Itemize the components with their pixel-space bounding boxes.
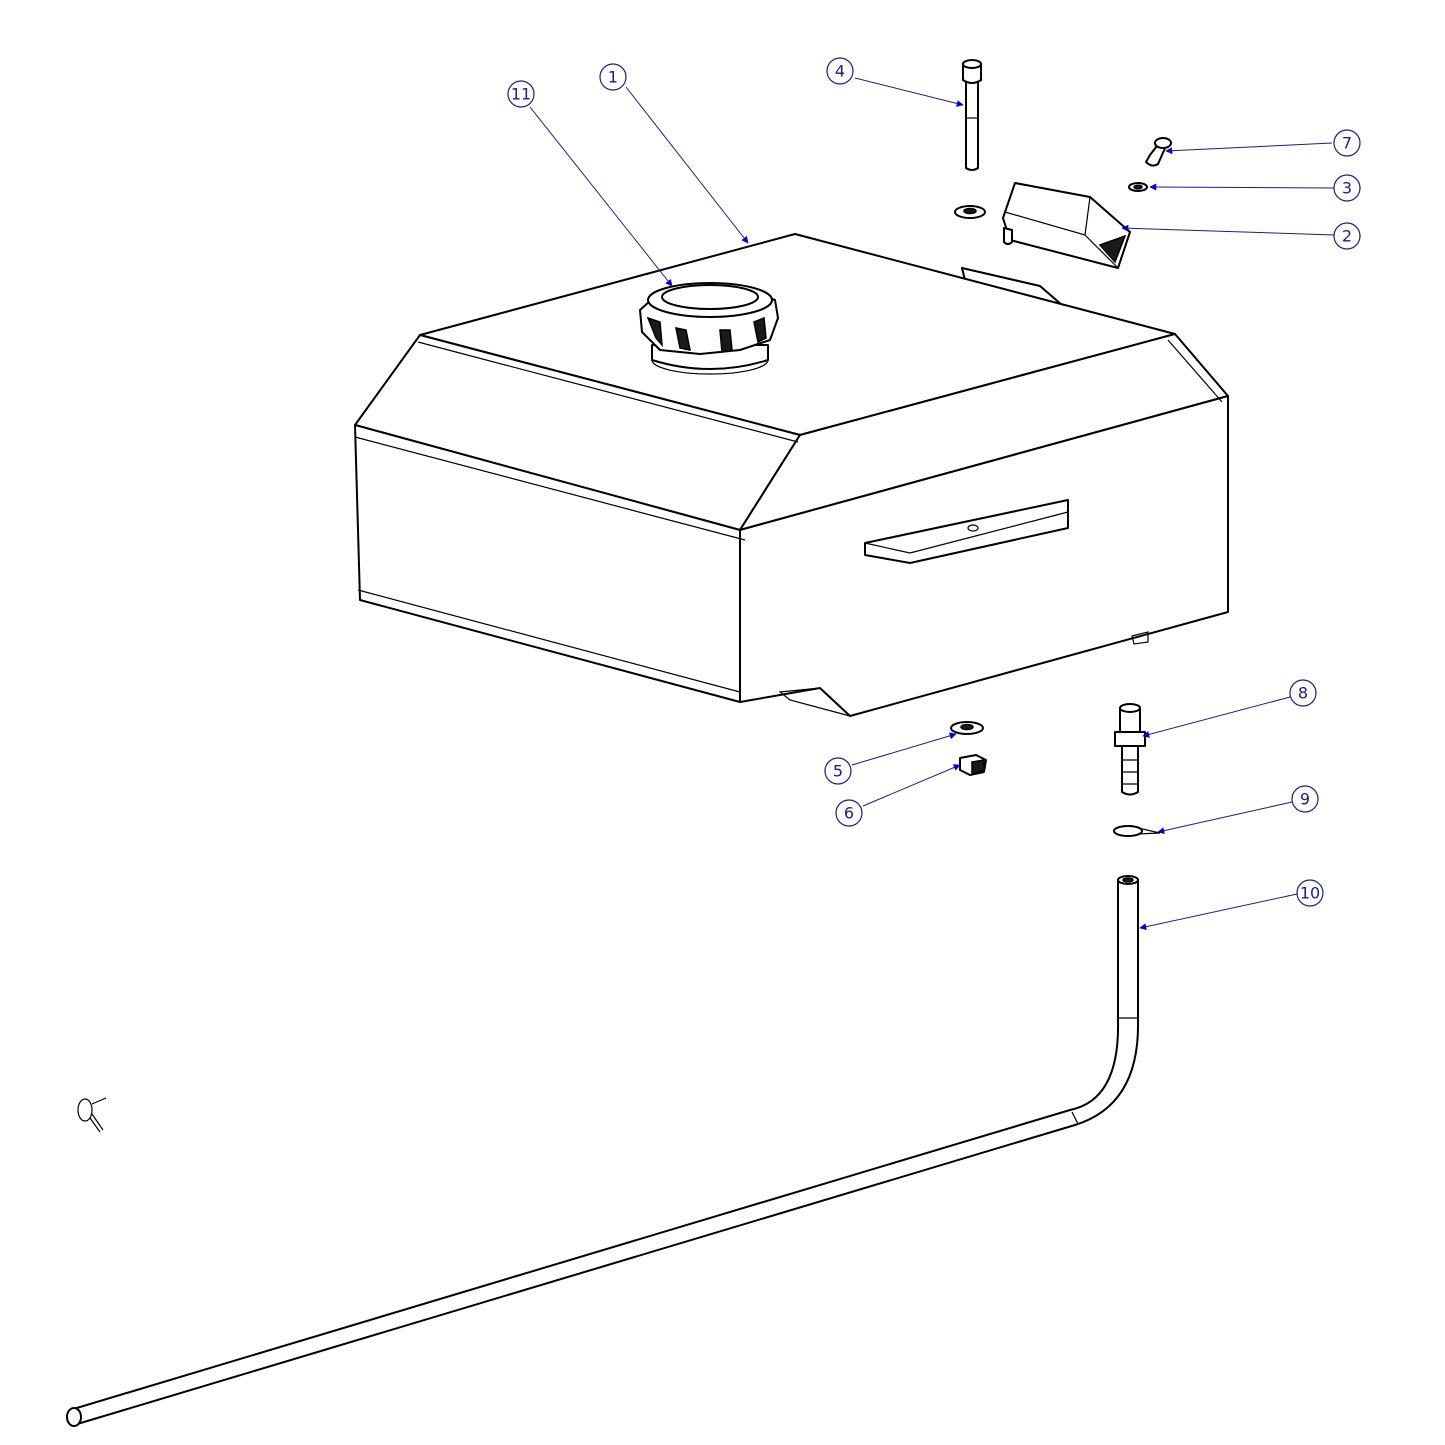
balloon-5: 5 xyxy=(824,757,852,785)
fuel-filler-cap xyxy=(639,282,779,375)
balloon-4: 4 xyxy=(826,57,854,85)
leader-lines xyxy=(529,77,1335,931)
balloon-2: 2 xyxy=(1333,222,1361,250)
strap-edge xyxy=(864,511,1069,554)
balloon-1-label: 1 xyxy=(608,68,618,87)
balloon-10-label: 10 xyxy=(1300,884,1320,903)
strap-hole xyxy=(967,524,979,532)
small-washer xyxy=(1128,182,1148,192)
cap-knurl xyxy=(646,316,767,353)
hose-clamp xyxy=(1113,825,1161,837)
bolt-head-top xyxy=(962,59,982,69)
balloon-6: 6 xyxy=(835,799,863,827)
balloon-5-label: 5 xyxy=(833,762,843,781)
leader-11 xyxy=(529,106,673,287)
fuel-tank xyxy=(354,233,1229,717)
hex-nut xyxy=(959,754,987,776)
hose-bottom-end xyxy=(66,1407,82,1427)
bottom-washer-hole xyxy=(960,723,974,731)
sender-edge xyxy=(1004,182,1091,236)
hose-bend-lines xyxy=(1071,1017,1138,1125)
small-screw xyxy=(1145,137,1172,167)
leader-1 xyxy=(625,86,749,244)
balloon-1: 1 xyxy=(599,63,627,91)
sender-connector xyxy=(1098,234,1127,264)
balloon-8-label: 8 xyxy=(1298,684,1308,703)
balloon-9: 9 xyxy=(1291,785,1319,813)
fold-line xyxy=(1167,339,1223,403)
balloon-7: 7 xyxy=(1333,129,1361,157)
leader-5 xyxy=(851,732,957,766)
fold-line xyxy=(354,436,746,541)
balloon-9-label: 9 xyxy=(1300,790,1310,809)
balloon-3-label: 3 xyxy=(1342,179,1352,198)
fitting-top-rim xyxy=(1119,703,1141,713)
balloon-8: 8 xyxy=(1289,679,1317,707)
hose-barb-fitting xyxy=(1114,703,1146,796)
clamp-ring xyxy=(1113,825,1143,837)
end-hose-clamp xyxy=(77,1097,107,1133)
cap-top xyxy=(661,284,759,310)
leader-4 xyxy=(854,77,964,107)
balloon-2-label: 2 xyxy=(1342,227,1352,246)
end-clamp-ring xyxy=(77,1098,93,1122)
end-clamp-ears xyxy=(89,1097,107,1133)
sender-unit xyxy=(1002,182,1131,269)
leader-2 xyxy=(1121,224,1335,236)
fuel-hose xyxy=(66,875,1140,1427)
fold-line xyxy=(357,589,741,693)
tank-bottom-notch xyxy=(778,687,851,717)
bolt-shank xyxy=(965,74,979,171)
leader-7 xyxy=(1165,142,1333,155)
balloons: 1 2 3 4 5 6 7 8 xyxy=(507,57,1361,907)
balloon-11-label: 11 xyxy=(511,85,531,104)
hose-body xyxy=(69,879,1140,1426)
nut-face xyxy=(971,759,985,776)
bolt-head xyxy=(962,63,982,84)
leader-10 xyxy=(1139,893,1298,931)
fold-line xyxy=(417,341,799,443)
balloon-11: 11 xyxy=(507,80,535,108)
balloon-6-label: 6 xyxy=(844,804,854,823)
side-mount-strap xyxy=(864,499,1069,564)
sender-edge xyxy=(1084,234,1119,269)
leader-8 xyxy=(1142,696,1291,738)
balloon-10: 10 xyxy=(1296,879,1324,907)
leader-9 xyxy=(1157,801,1293,835)
long-bolt xyxy=(954,59,986,219)
balloon-3: 3 xyxy=(1333,174,1361,202)
bottom-washer xyxy=(950,721,984,735)
clamp-ears xyxy=(1137,827,1161,835)
barb-rings xyxy=(1122,759,1138,785)
leader-6 xyxy=(862,764,961,807)
fitting-hex xyxy=(1114,731,1146,747)
fitting-barb xyxy=(1121,745,1139,796)
sender-stud xyxy=(1003,227,1013,245)
balloon-4-label: 4 xyxy=(835,62,845,81)
small-washer-hole xyxy=(1133,184,1143,190)
hose-bore xyxy=(1122,877,1134,883)
balloon-7-label: 7 xyxy=(1342,134,1352,153)
washer-hole xyxy=(963,207,977,215)
leader-3 xyxy=(1149,183,1335,191)
screw-head xyxy=(1154,137,1172,149)
tank-foot xyxy=(1131,631,1149,645)
